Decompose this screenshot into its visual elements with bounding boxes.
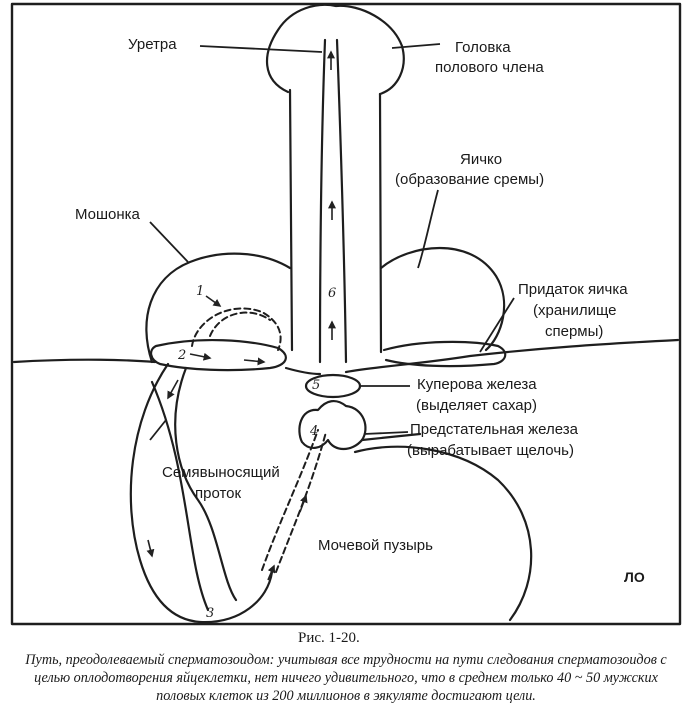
glans-outline: [266, 3, 405, 96]
arrow-step-3: [267, 564, 276, 581]
label-vas-line2: проток: [195, 485, 242, 502]
label-testis-line1: Яичко: [460, 151, 503, 168]
leader-prostate: [363, 431, 409, 435]
figure-caption: Путь, преодолеваемый сперматозоидом: учи…: [25, 652, 667, 704]
leader-glans: [391, 43, 441, 49]
prostate-gland: [298, 400, 367, 451]
epididymis-left: [150, 338, 287, 372]
label-glans-line2: полового члена: [435, 59, 544, 76]
step-number-2: 2: [178, 348, 187, 363]
leader-urethra: [199, 45, 323, 53]
step-number-4: 4: [310, 424, 319, 439]
vas-deferens-outer: [129, 362, 274, 624]
shaft-outline-left: [288, 88, 294, 352]
sperm-path-testis: [191, 307, 282, 351]
arrow-step-2a: [189, 352, 212, 361]
label-cowper-line2: (выделяет сахар): [416, 397, 537, 414]
shaft-inner-right: [335, 38, 348, 364]
step-number-6: 6: [328, 286, 337, 301]
label-scrotum: Мошонка: [75, 206, 140, 223]
vas-deferens-inner: [174, 366, 238, 602]
label-testis-line2: (образование сремы): [395, 171, 545, 188]
label-prostate-line2: (вырабатывает щелочь): [407, 442, 574, 459]
label-glans-line1: Головка: [455, 39, 511, 56]
leader-scrotum: [149, 221, 189, 263]
shaft-outline-right: [378, 92, 383, 354]
sperm-path-upward: [261, 429, 319, 571]
arrow-step-2b: [243, 357, 266, 366]
label-cowper-line1: Куперова железа: [417, 376, 537, 393]
shaft-inner-left: [318, 38, 327, 364]
sperm-path-testis-2: [209, 311, 271, 337]
bladder-outline: [353, 445, 533, 622]
leader-testis: [417, 189, 439, 269]
arrow-step-1: [205, 295, 222, 307]
figure-frame: [10, 2, 682, 626]
step-number-1: 1: [196, 284, 205, 299]
body-skin-line-mid: [284, 366, 322, 376]
artist-signature: ЛО: [624, 569, 645, 585]
figure-number: Рис. 1-20.: [298, 630, 360, 646]
epididymis-right: [382, 340, 507, 368]
scrotum-right: [379, 247, 506, 352]
label-epididymis-line2: (хранилище: [533, 302, 617, 319]
scrotum-left: [145, 252, 292, 364]
label-epididymis-line3: спермы): [545, 323, 604, 340]
label-epididymis-line1: Придаток яичка: [518, 281, 628, 298]
arrow-vas-down-2: [146, 539, 155, 558]
leader-vas: [149, 419, 167, 441]
body-skin-line: [12, 358, 157, 364]
step-number-3: 3: [206, 606, 215, 621]
label-bladder: Мочевой пузырь: [318, 537, 433, 554]
arrow-vas-down-1: [167, 379, 179, 400]
step-number-5: 5: [312, 378, 321, 393]
label-prostate-line1: Предстательная железа: [410, 421, 578, 438]
body-skin-line-right: [344, 338, 680, 374]
label-urethra: Уретра: [128, 36, 177, 53]
vas-deferens-loop: [150, 380, 210, 612]
label-vas-line1: Семявыносящий: [162, 464, 280, 481]
leader-epididymis: [479, 297, 515, 353]
arrow-up-1: [299, 494, 308, 513]
bladder-neck: [360, 432, 422, 442]
